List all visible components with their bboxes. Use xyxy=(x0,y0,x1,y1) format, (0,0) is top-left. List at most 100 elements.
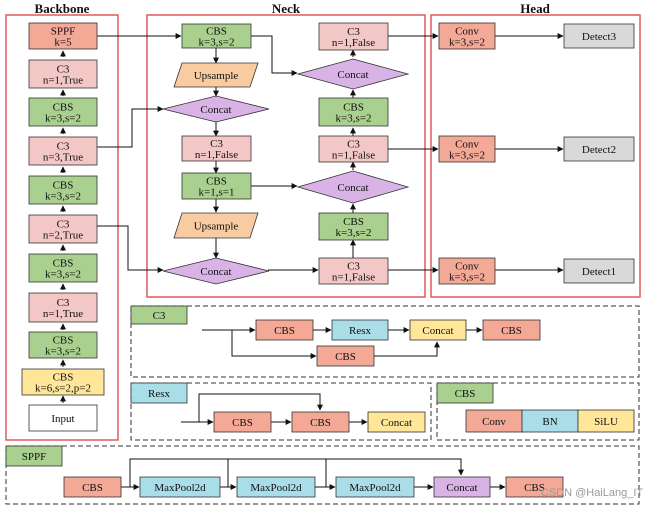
conv-node: Conv xyxy=(465,409,523,433)
cbs-node-label: CBS xyxy=(501,325,522,337)
conv-node-label: Conv xyxy=(455,26,479,38)
conv-node-label: Conv xyxy=(482,416,506,428)
c3-module-frame xyxy=(130,305,640,378)
concat-node-label: Concat xyxy=(422,325,453,337)
maxpool-node-label: MaxPool2d xyxy=(250,482,302,494)
cbs-node-label: CBS xyxy=(82,482,103,494)
conv-node-label: Conv xyxy=(455,261,479,273)
cbs-node-shape xyxy=(318,212,389,241)
c3-node-label: n=2,True xyxy=(43,230,83,242)
sppf-node-label: SPPF xyxy=(51,26,75,38)
c3-node-label: C3 xyxy=(57,297,70,309)
c3-node-label: n=1,False xyxy=(332,37,375,49)
maxpool-node-shape xyxy=(139,476,221,498)
cbs-module-frame xyxy=(436,382,640,441)
diagram-nodes: SPPFk=5C3n=1,TrueCBSk=3,s=2C3n=3,TrueCBS… xyxy=(5,22,635,498)
cbs-node-shape xyxy=(28,331,98,359)
cbs-node-label: CBS xyxy=(53,102,74,114)
concat-node-label: Concat xyxy=(337,69,368,81)
c3-node-shape xyxy=(28,59,98,89)
c3-node-shape xyxy=(28,292,98,323)
c3-node: C3n=3,True xyxy=(28,136,98,166)
upsample-node-label: Upsample xyxy=(194,221,239,233)
resx-module-label-shape xyxy=(130,382,188,404)
cbs-node: CBS xyxy=(291,411,350,433)
c3-node-label: C3 xyxy=(57,219,70,231)
connector-lines xyxy=(60,33,564,490)
maxpool-node: MaxPool2d xyxy=(236,476,316,498)
input-node: Input xyxy=(28,404,98,432)
concat-node: Concat xyxy=(162,257,270,285)
focus-cbs-node-shape xyxy=(21,368,105,396)
cbs-node-label: CBS xyxy=(343,216,364,228)
silu-node: SiLU xyxy=(577,409,635,433)
silu-node-shape xyxy=(577,409,635,433)
concat-node-shape xyxy=(433,476,491,498)
c3-node-label: n=1,True xyxy=(43,75,83,87)
concat-node: Concat xyxy=(433,476,491,498)
cbs-node-shape xyxy=(28,253,98,283)
c3-module-label-shape xyxy=(130,305,188,325)
maxpool-node: MaxPool2d xyxy=(335,476,415,498)
silu-node-label: SiLU xyxy=(594,416,618,428)
resx-node-label: Resx xyxy=(349,325,372,337)
cbs-node-label: CBS xyxy=(310,417,331,429)
concat-node-label: Concat xyxy=(381,417,412,429)
concat-node: Concat xyxy=(296,58,410,90)
resx-module-frame xyxy=(130,382,432,441)
c3-node-label: n=1,False xyxy=(332,150,375,162)
concat-node-label: Concat xyxy=(200,266,231,278)
cbs-node-shape xyxy=(482,319,541,341)
cbs-node-label: CBS xyxy=(343,102,364,114)
detect-node-label: Detect1 xyxy=(582,266,616,278)
cbs-node-label: CBS xyxy=(206,26,227,38)
c3-node-label: C3 xyxy=(347,139,360,151)
resx-module-label: Resx xyxy=(130,382,188,404)
sppf-node-label: k=5 xyxy=(54,37,72,49)
input-node-shape xyxy=(28,404,98,432)
cbs-module-label: CBS xyxy=(436,382,494,404)
cbs-node: CBS xyxy=(505,476,564,498)
cbs-node-label: k=3,s=2 xyxy=(45,113,81,125)
conv-node-shape xyxy=(438,135,496,163)
cbs-node: CBS xyxy=(255,319,314,341)
conv-node-shape xyxy=(438,257,496,285)
c3-node: C3n=2,True xyxy=(28,214,98,244)
concat-node-shape xyxy=(367,411,426,433)
cbs-module-label-shape xyxy=(436,382,494,404)
sppf-module-frame xyxy=(5,445,640,505)
detect-node: Detect2 xyxy=(563,136,635,162)
c3-node-label: C3 xyxy=(57,64,70,76)
upsample-node-shape xyxy=(173,62,259,88)
concat-node-label: Concat xyxy=(446,482,477,494)
head-frame xyxy=(430,14,641,298)
concat-node-shape xyxy=(296,170,410,204)
conv-node-label: Conv xyxy=(455,139,479,151)
cbs-node-shape xyxy=(316,345,375,367)
sppf-module-label-shape xyxy=(5,445,63,467)
concat-node-shape xyxy=(162,257,270,285)
c3-node-label: n=1,True xyxy=(43,308,83,320)
cbs-node: CBS xyxy=(316,345,375,367)
conv-node-label: k=3,s=2 xyxy=(449,37,485,49)
cbs-node-shape xyxy=(28,97,98,127)
c3-module-label-label: C3 xyxy=(153,310,166,322)
cbs-node-label: CBS xyxy=(53,180,74,192)
cbs-node: CBS xyxy=(63,476,122,498)
c3-node-shape xyxy=(318,135,389,163)
cbs-node-label: CBS xyxy=(335,351,356,363)
c3-node: C3n=1,True xyxy=(28,292,98,323)
cbs-node-label: k=3,s=2 xyxy=(45,269,81,281)
bn-node: BN xyxy=(521,409,579,433)
cbs-node-label: k=1,s=1 xyxy=(199,187,235,199)
maxpool-node-label: MaxPool2d xyxy=(349,482,401,494)
